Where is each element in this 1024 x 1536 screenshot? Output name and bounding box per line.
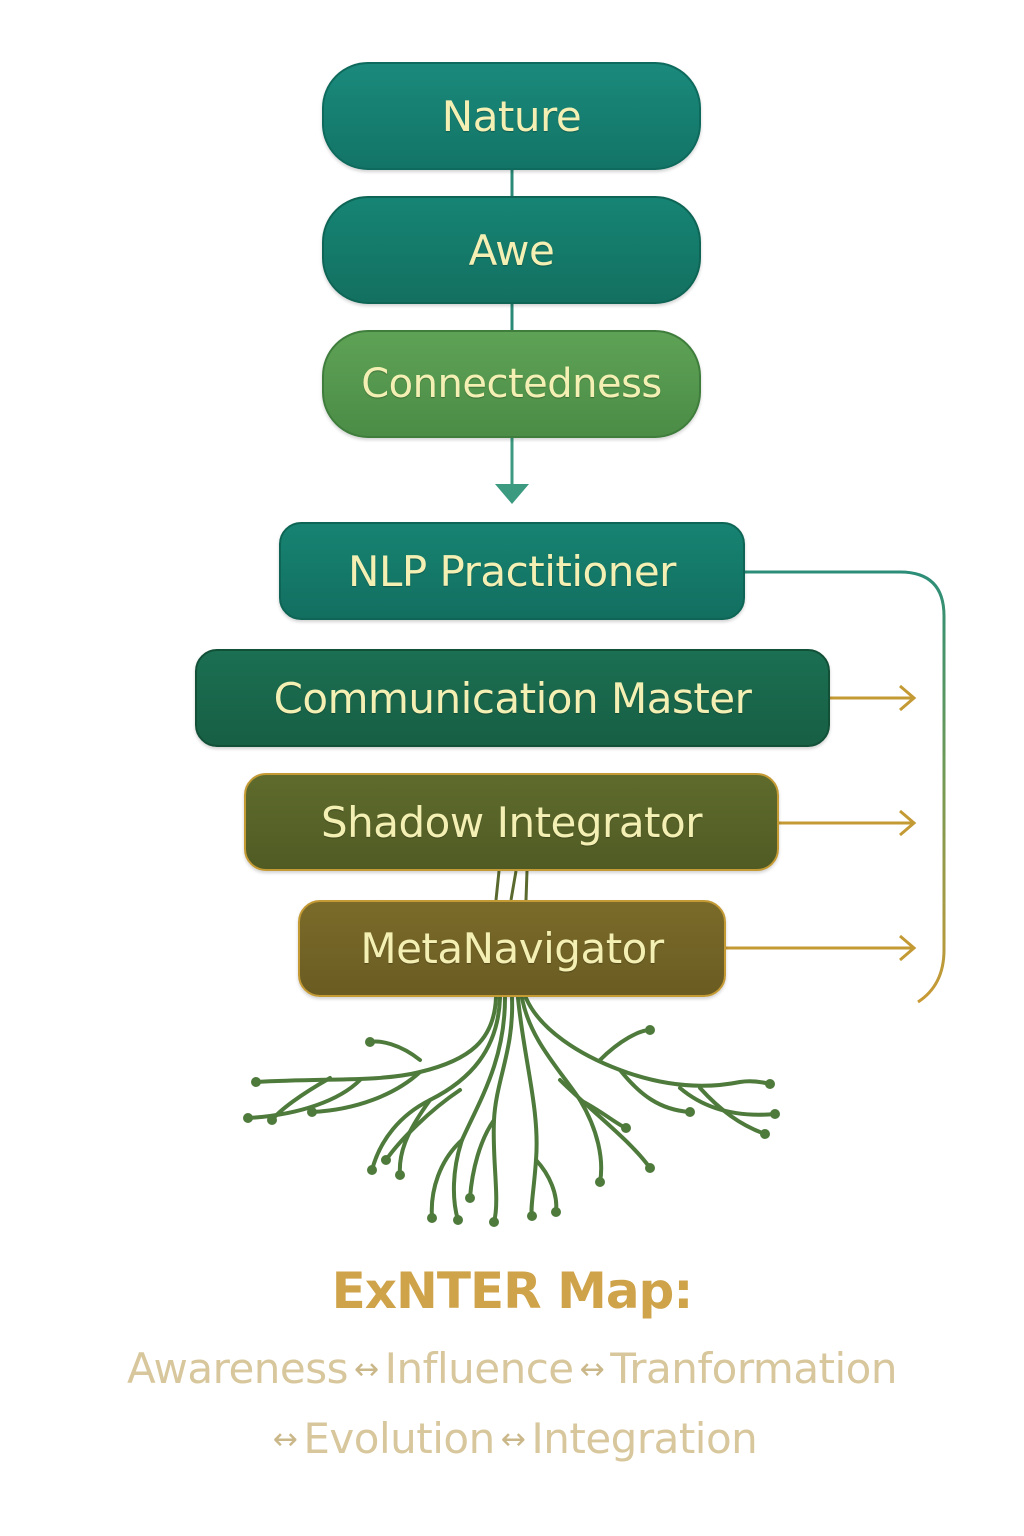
arrow-right-icon [779,809,917,837]
double-arrow-icon: ↔ [354,1352,379,1387]
node-shadow-integrator: Shadow Integrator [244,773,779,871]
root-node-dots [243,1025,780,1227]
arrow-right-icon [830,684,917,712]
double-arrow-icon: ↔ [579,1352,605,1387]
node-awe: Awe [322,196,701,304]
map-term-awareness: Awareness [126,1344,349,1393]
map-term-integration: Integration [531,1414,758,1463]
arrowhead-down-icon [495,484,529,504]
map-line-1: Awareness↔Influence↔Tranformation [0,1344,1024,1393]
arrow-right-icon [726,934,917,962]
node-metanavigator: MetaNavigator [298,900,726,997]
map-line-2: ↔Evolution↔Integration [0,1414,1024,1463]
double-arrow-icon: ↔ [272,1422,298,1457]
roots-illustration [246,996,777,1224]
double-arrow-icon: ↔ [500,1422,526,1457]
feedback-loop-line [745,570,946,1004]
node-communication-master: Communication Master [195,649,830,747]
map-term-transformation: Tranformation [610,1344,898,1393]
node-nlp-practitioner: NLP Practitioner [279,522,745,620]
map-term-influence: Influence [384,1344,574,1393]
map-title: ExNTER Map: [331,1262,694,1320]
map-term-evolution: Evolution [303,1414,495,1463]
trunk-lines [494,870,529,901]
node-nature: Nature [322,62,701,170]
node-connectedness: Connectedness [322,330,701,438]
